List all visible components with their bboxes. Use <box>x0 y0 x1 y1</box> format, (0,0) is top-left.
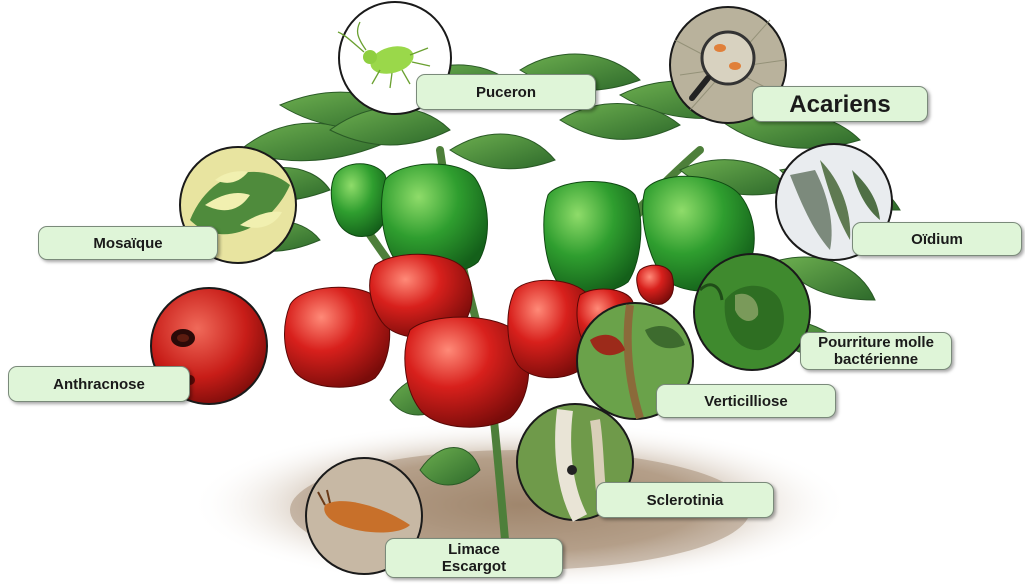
label-puceron: Puceron <box>416 74 596 110</box>
label-oidium: Oïdium <box>852 222 1022 256</box>
label-sclerotinia: Sclerotinia <box>596 482 774 518</box>
label-verticilliose: Verticilliose <box>656 384 836 418</box>
label-anthracnose: Anthracnose <box>8 366 190 402</box>
soft-rot-icon <box>694 254 810 370</box>
label-acariens: Acariens <box>752 86 928 122</box>
label-mosaique: Mosaïque <box>38 226 218 260</box>
